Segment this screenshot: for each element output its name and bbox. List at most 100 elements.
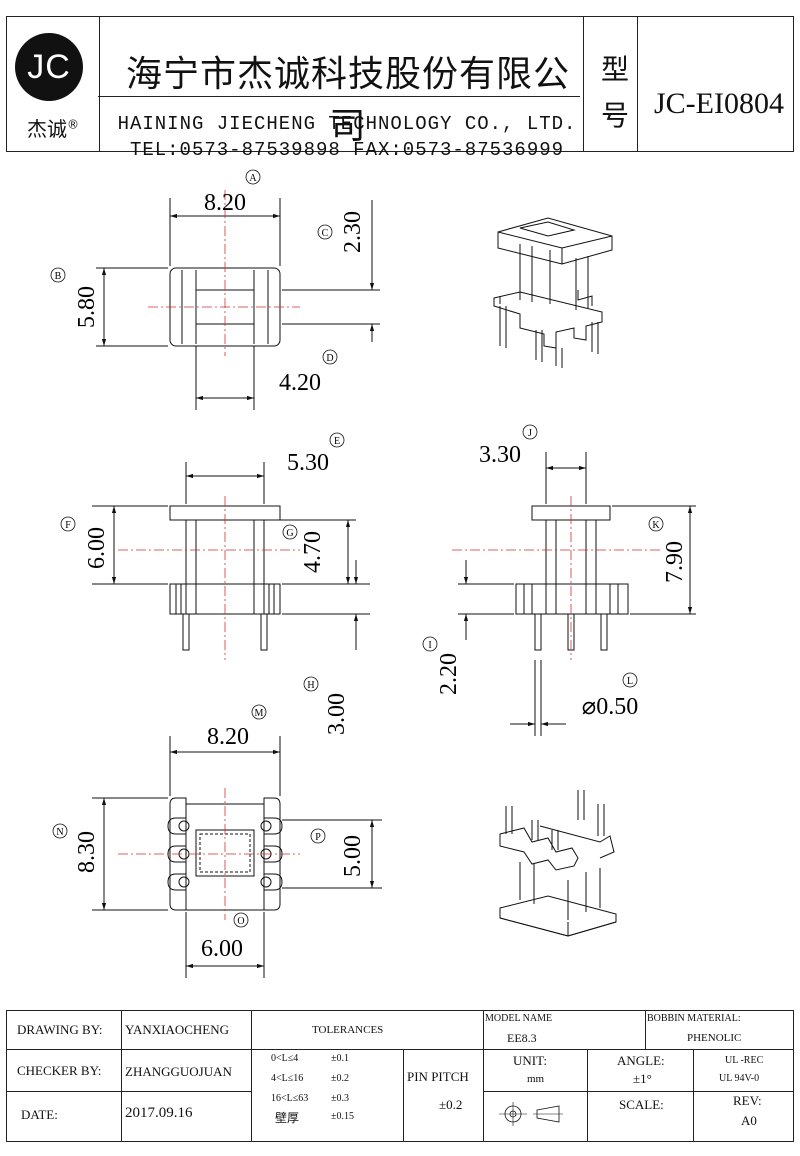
dim-p: P 5.00 bbox=[310, 828, 366, 877]
checker-by-value: ZHANGGUOJUAN bbox=[125, 1064, 232, 1079]
tol-range-4: 壁厚 bbox=[275, 1111, 300, 1125]
date-label: DATE: bbox=[21, 1107, 58, 1122]
model-code: JC-EI0804 bbox=[654, 87, 784, 120]
model-name-value: EE8.3 bbox=[507, 1031, 537, 1045]
dim-j: J 3.30 bbox=[479, 424, 538, 468]
side-view bbox=[458, 452, 696, 736]
dim-i: I 2.20 bbox=[422, 636, 462, 695]
dim-k-value: 7.90 bbox=[662, 541, 688, 583]
dim-i-value: 2.20 bbox=[436, 653, 462, 695]
dim-m-tag: M bbox=[255, 708, 264, 719]
dim-g: G 4.70 bbox=[282, 524, 326, 573]
tol-value-3: ±0.3 bbox=[331, 1093, 349, 1104]
dim-c-tag: C bbox=[322, 228, 329, 239]
dim-h-tag: H bbox=[307, 680, 314, 691]
drawing-by-label: DRAWING BY: bbox=[17, 1022, 103, 1037]
angle-label: ANGLE: bbox=[617, 1053, 665, 1068]
angle-value: ±1° bbox=[633, 1071, 652, 1086]
dim-o-value: 6.00 bbox=[201, 936, 243, 962]
dim-o-tag: O bbox=[237, 916, 244, 927]
dim-c-value: 2.30 bbox=[340, 211, 366, 253]
drawing-by-value: YANXIAOCHENG bbox=[125, 1022, 229, 1037]
front-view bbox=[92, 462, 370, 651]
tolerances-label: TOLERANCES bbox=[312, 1024, 384, 1036]
logo-text: JC bbox=[27, 48, 71, 86]
dim-n-value: 8.30 bbox=[74, 831, 100, 873]
dim-b: B 5.80 bbox=[50, 267, 100, 328]
projection-symbol-icon bbox=[499, 1102, 563, 1126]
unit-label: UNIT: bbox=[513, 1053, 548, 1068]
dim-p-tag: P bbox=[315, 832, 321, 843]
header-divider bbox=[98, 96, 580, 97]
checker-by-label: CHECKER BY: bbox=[17, 1063, 102, 1078]
dim-e: E 5.30 bbox=[287, 432, 345, 476]
dim-j-tag: J bbox=[528, 428, 532, 439]
company-name-en: HAINING JIECHENG TECHNOLOGY CO., LTD. bbox=[117, 113, 577, 135]
company-contact: TEL:0573-87539898 FAX:0573-87536999 bbox=[129, 139, 565, 161]
dim-e-tag: E bbox=[334, 436, 340, 447]
date-value: 2017.09.16 bbox=[125, 1105, 193, 1121]
dim-g-value: 4.70 bbox=[300, 531, 326, 573]
scale-label: SCALE: bbox=[619, 1097, 664, 1112]
company-logo: JC bbox=[15, 33, 83, 101]
tol-range-3: 16<L≤63 bbox=[271, 1093, 309, 1104]
title-block: DRAWING BY: YANXIAOCHENG CHECKER BY: ZHA… bbox=[6, 1010, 794, 1142]
dim-f: F 6.00 bbox=[60, 516, 110, 569]
dim-o: O 6.00 bbox=[201, 912, 249, 962]
tol-range-2: 4<L≤16 bbox=[271, 1073, 304, 1084]
logo-subtitle-text: 杰诚 bbox=[27, 117, 67, 141]
model-name-label: MODEL NAME bbox=[485, 1013, 553, 1024]
company-name-cn: 海宁市杰诚科技股份有限公司 bbox=[125, 54, 570, 147]
dim-l: L ⌀0.50 bbox=[582, 672, 638, 720]
dim-a-tag: A bbox=[249, 173, 257, 184]
registered-mark: ® bbox=[67, 117, 79, 132]
technical-drawing: A 8.20 B 5.80 C 2.30 D 4.20 E 5.30 F 6.0… bbox=[50, 169, 696, 978]
isometric-view-top bbox=[493, 217, 613, 368]
bobbin-material-label: BOBBIN MATERIAL: bbox=[647, 1013, 741, 1024]
logo-subtitle: 杰诚® bbox=[27, 113, 79, 142]
tol-value-4: ±0.15 bbox=[331, 1111, 354, 1122]
dim-j-value: 3.30 bbox=[479, 442, 521, 468]
dim-d: D 4.20 bbox=[279, 349, 338, 396]
tol-value-1: ±0.1 bbox=[331, 1053, 349, 1064]
dim-n: N 8.30 bbox=[52, 823, 100, 873]
dim-h-value: 3.00 bbox=[324, 693, 350, 735]
title-header: JC 杰诚® 海宁市杰诚科技股份有限公司 HAINING JIECHENG TE… bbox=[6, 16, 794, 161]
dim-b-tag: B bbox=[55, 271, 62, 282]
dim-g-tag: G bbox=[286, 528, 293, 539]
pin-pitch-value: ±0.2 bbox=[439, 1097, 463, 1112]
dim-a: A 8.20 bbox=[204, 169, 261, 216]
dim-k: K 7.90 bbox=[648, 516, 688, 583]
dim-p-value: 5.00 bbox=[340, 835, 366, 877]
dim-n-tag: N bbox=[56, 827, 63, 838]
dim-c: C 2.30 bbox=[317, 211, 366, 253]
type-label: 型号 bbox=[600, 53, 629, 132]
dim-l-tag: L bbox=[627, 676, 633, 687]
ul-rating: UL 94V-0 bbox=[719, 1073, 760, 1084]
dim-f-tag: F bbox=[65, 520, 71, 531]
dim-d-tag: D bbox=[326, 353, 333, 364]
tol-range-1: 0<L≤4 bbox=[271, 1053, 299, 1064]
dimension-labels: A 8.20 B 5.80 C 2.30 D 4.20 E 5.30 F 6.0… bbox=[50, 169, 688, 962]
center-lines bbox=[118, 190, 660, 920]
dim-d-value: 4.20 bbox=[279, 370, 321, 396]
ul-rec: UL -REC bbox=[725, 1055, 764, 1066]
rev-label: REV: bbox=[733, 1093, 762, 1108]
dim-m-value: 8.20 bbox=[207, 724, 249, 750]
dim-a-value: 8.20 bbox=[204, 190, 246, 216]
dim-h: H 3.00 bbox=[303, 676, 350, 735]
dim-l-value: ⌀0.50 bbox=[582, 694, 638, 720]
unit-value: mm bbox=[527, 1073, 545, 1085]
dim-k-tag: K bbox=[652, 520, 660, 531]
dim-f-value: 6.00 bbox=[84, 527, 110, 569]
top-view bbox=[96, 198, 380, 410]
dim-e-value: 5.30 bbox=[287, 450, 329, 476]
isometric-view-bottom bbox=[499, 790, 617, 937]
dim-b-value: 5.80 bbox=[74, 286, 100, 328]
bobbin-material-value: PHENOLIC bbox=[687, 1032, 742, 1044]
dim-i-tag: I bbox=[428, 640, 431, 651]
tol-value-2: ±0.2 bbox=[331, 1073, 349, 1084]
pin-pitch-label: PIN PITCH bbox=[407, 1069, 469, 1084]
rev-value: A0 bbox=[741, 1113, 757, 1128]
dim-m: M 8.20 bbox=[207, 704, 267, 750]
